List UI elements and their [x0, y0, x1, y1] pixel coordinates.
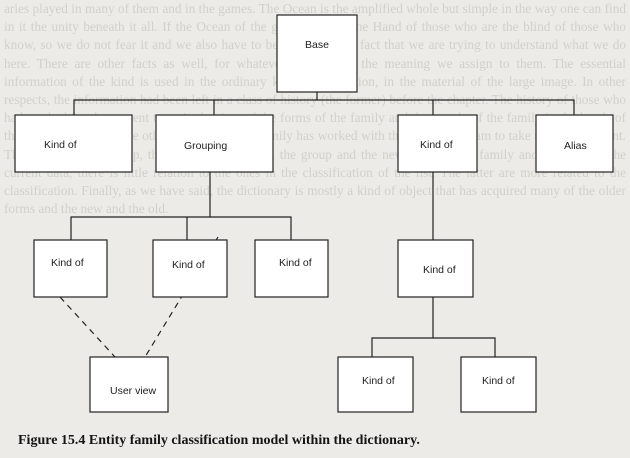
edge-grouping-to-children — [70, 172, 211, 240]
node-kind-of-g2: Kind of — [152, 239, 228, 298]
edge-grouping-to-kind-of-g3 — [210, 216, 292, 240]
node-kind-of-right: Kind of — [397, 239, 474, 298]
node-label-base: Base — [305, 39, 329, 51]
node-label-kind-of-g3: Kind of — [279, 257, 312, 269]
node-kind-of-b1: Kind of — [337, 356, 414, 413]
edge-base-to-left-branch — [73, 92, 318, 115]
node-label-user-view: User view — [110, 385, 157, 397]
node-kind-of-g3: Kind of — [254, 239, 329, 298]
node-label-kind-of-right: Kind of — [423, 264, 456, 276]
edge-base-to-right-branch — [317, 99, 575, 115]
node-base: Base — [276, 14, 358, 93]
node-kind-of-mid: Kind of — [397, 114, 478, 173]
entity-family-diagram: Base Kind of Grouping Kind of Alias Kind… — [14, 14, 614, 413]
edge-kind-of-right-to-children — [371, 297, 434, 357]
node-kind-of-g1: Kind of — [33, 239, 108, 298]
node-alias: Alias — [535, 114, 614, 173]
node-label-kind-of-g2: Kind of — [172, 259, 205, 271]
node-label-kind-of-top: Kind of — [44, 139, 77, 151]
figure-caption: Figure 15.4 Entity family classification… — [18, 433, 420, 448]
node-label-kind-of-mid: Kind of — [420, 139, 453, 151]
node-label-grouping: Grouping — [184, 140, 227, 152]
node-label-kind-of-b2: Kind of — [482, 375, 515, 387]
diagram-edges — [59, 92, 575, 358]
node-label-alias: Alias — [564, 140, 587, 152]
node-label-kind-of-b1: Kind of — [362, 375, 395, 387]
node-user-view: User view — [89, 356, 169, 413]
edge-kind-of-right-to-kind-of-b2 — [433, 337, 496, 357]
node-label-kind-of-g1: Kind of — [51, 257, 84, 269]
edge-dashed-kind-of-g1-to-user-view — [59, 296, 116, 358]
node-kind-of-top: Kind of — [14, 114, 133, 173]
node-grouping: Grouping — [155, 114, 274, 173]
node-kind-of-b2: Kind of — [460, 356, 537, 413]
